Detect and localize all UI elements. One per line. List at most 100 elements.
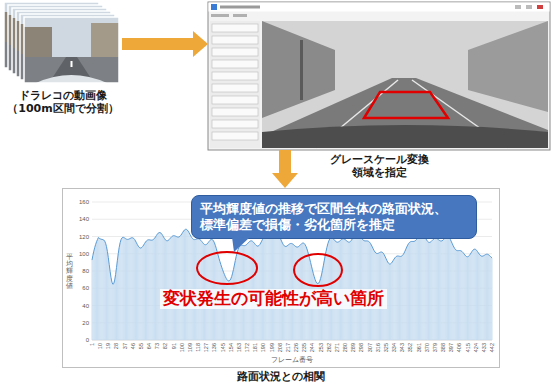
luminance-bar	[488, 255, 490, 340]
luminance-bar	[276, 234, 278, 340]
luminance-bar	[130, 238, 132, 340]
luminance-bar	[463, 254, 465, 340]
axis-tick: 60	[82, 285, 89, 291]
luminance-bar	[98, 238, 100, 340]
axis-tick: 406	[456, 343, 462, 352]
luminance-bar	[126, 239, 128, 340]
luminance-bar	[186, 230, 188, 340]
axis-tick: 190	[260, 343, 266, 352]
axis-tick: 253	[318, 343, 324, 352]
luminance-bar	[127, 239, 129, 340]
luminance-bar	[109, 272, 111, 340]
panel-button	[212, 96, 258, 104]
luminance-bar	[145, 241, 147, 340]
luminance-bar	[458, 251, 460, 340]
luminance-bar	[465, 256, 467, 340]
luminance-bar	[487, 254, 489, 340]
luminance-bar	[413, 241, 415, 340]
axis-tick: 226	[293, 343, 299, 352]
luminance-bar	[491, 258, 493, 340]
axis-tick: 154	[228, 343, 234, 352]
luminance-bar	[475, 249, 477, 340]
luminance-bar	[389, 264, 391, 340]
luminance-bar	[480, 256, 482, 340]
luminance-bar	[462, 253, 464, 340]
axis-tick: 55	[138, 343, 144, 349]
luminance-bar	[482, 256, 484, 340]
luminance-bar	[426, 240, 428, 340]
caption-text: ドラレコの動画像 （100m区間で分割）	[0, 89, 126, 115]
axis-tick: 145	[220, 343, 226, 352]
luminance-bar	[455, 250, 457, 340]
luminance-bar	[173, 236, 175, 340]
axis-tick: 397	[448, 343, 454, 352]
luminance-bar	[267, 236, 269, 340]
axis-tick: 442	[489, 343, 495, 352]
axis-tick: 307	[367, 343, 373, 352]
axis-tick: 433	[481, 343, 487, 352]
luminance-bar	[135, 243, 137, 340]
luminance-bar	[151, 240, 153, 340]
axis-tick: 379	[432, 343, 438, 352]
luminance-bar	[452, 245, 454, 340]
luminance-bar	[420, 234, 422, 340]
axis-tick: 424	[473, 343, 479, 352]
luminance-bar	[446, 236, 448, 340]
selected-region	[364, 92, 448, 118]
axis-title: フレーム番号	[271, 355, 313, 365]
luminance-bar	[445, 237, 447, 340]
luminance-bar	[459, 251, 461, 340]
luminance-bar	[448, 238, 450, 340]
luminance-bar	[101, 239, 103, 340]
menu-mark	[233, 14, 247, 17]
luminance-bar	[434, 238, 436, 340]
luminance-bar	[162, 236, 164, 340]
luminance-bar	[439, 241, 441, 340]
axis-tick: 160	[79, 199, 89, 205]
luminance-bar	[428, 242, 430, 340]
luminance-bar	[132, 238, 134, 340]
axis-tick: 280	[342, 343, 348, 352]
luminance-bar	[123, 237, 125, 340]
axis-tick: 0	[86, 337, 89, 343]
panel-button	[212, 108, 258, 116]
axis-tick: 10	[97, 343, 103, 349]
luminance-bar	[395, 257, 397, 340]
luminance-bar	[124, 238, 126, 340]
highlight-circle	[197, 252, 257, 284]
luminance-bar	[138, 247, 140, 340]
luminance-bar	[111, 282, 113, 340]
luminance-bar	[410, 241, 412, 340]
axis-tick: 262	[326, 343, 332, 352]
axis-tick: 37	[122, 343, 128, 349]
luminance-bar	[438, 240, 440, 340]
luminance-bar	[449, 239, 451, 340]
utility-pole	[300, 40, 303, 100]
software-screenshot	[208, 2, 550, 150]
luminance-bar	[110, 278, 112, 340]
luminance-bar	[489, 256, 491, 340]
warning-note: 変状発生の可能性が高い箇所	[160, 289, 387, 309]
axis-tick: 28	[113, 343, 119, 349]
axis-tick: 91	[171, 343, 177, 349]
luminance-bar	[356, 233, 358, 340]
luminance-bar	[272, 235, 274, 340]
luminance-bar	[430, 241, 432, 340]
luminance-bar	[433, 239, 435, 340]
luminance-bar	[476, 250, 478, 340]
luminance-bar	[275, 234, 277, 340]
luminance-bar	[472, 250, 474, 340]
axis-tick: 208	[277, 343, 283, 352]
axis-tick: 352	[407, 343, 413, 352]
luminance-bar	[104, 241, 106, 340]
luminance-bar	[399, 256, 401, 340]
luminance-bar	[474, 249, 476, 340]
panel-button	[212, 36, 258, 44]
car-hood	[262, 125, 548, 148]
luminance-bar	[460, 251, 462, 340]
luminance-bar	[274, 234, 276, 340]
luminance-bar	[461, 252, 463, 340]
axis-tick: 370	[424, 343, 430, 352]
axis-tick: 361	[416, 343, 422, 352]
